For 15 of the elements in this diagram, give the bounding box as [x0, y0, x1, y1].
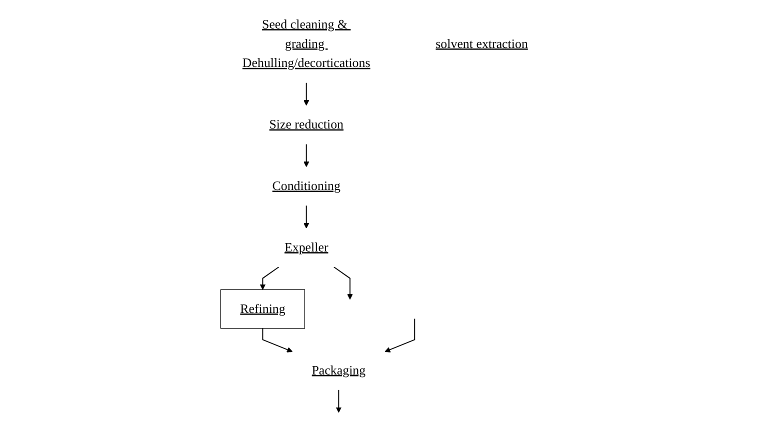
arrow — [304, 82, 310, 106]
arrow — [304, 144, 310, 168]
arrow — [260, 266, 280, 290]
node-text: Conditioning — [272, 179, 340, 194]
node-text: Expeller — [284, 240, 328, 255]
arrow — [304, 205, 310, 228]
arrow — [333, 266, 353, 300]
arrow — [384, 318, 416, 352]
node-box: Refining — [220, 289, 306, 329]
node-text: Size reduction — [269, 118, 344, 132]
arrow — [336, 389, 342, 413]
arrow — [262, 328, 293, 352]
node-text: solvent extraction — [436, 36, 528, 52]
node-text: Packaging — [312, 363, 366, 378]
node-text: Seed cleaning & grading Dehulling/decortications — [242, 17, 370, 70]
